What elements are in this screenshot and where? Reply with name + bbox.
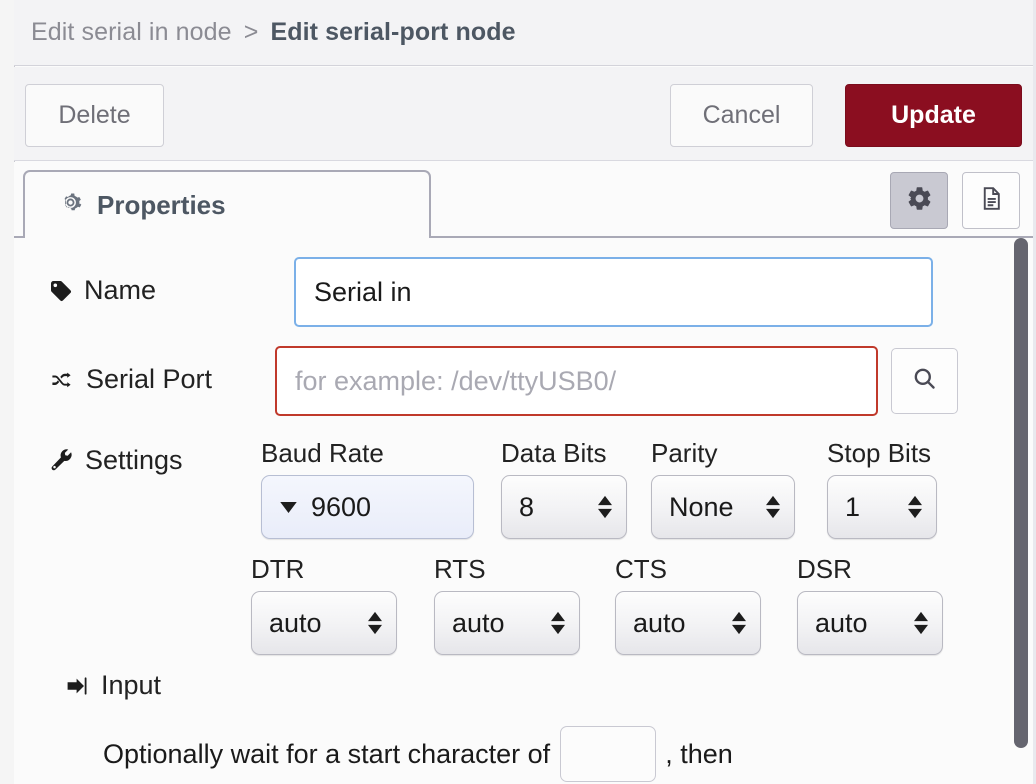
description-toggle-button[interactable]: [962, 172, 1020, 229]
rts-caption: RTS: [434, 554, 486, 584]
description-icon: [978, 185, 1005, 217]
input-section-label: Input: [101, 670, 162, 700]
rts-value: auto: [452, 607, 505, 638]
flow-control-row: DTR auto RTS auto: [49, 554, 999, 655]
baud-rate-group: Baud Rate 9600: [261, 438, 474, 539]
stepper-arrows-icon: [914, 611, 928, 635]
breadcrumb-current: Edit serial-port node: [270, 18, 516, 46]
baud-rate-caption: Baud Rate: [261, 438, 384, 468]
dsr-group: DSR auto: [797, 554, 943, 655]
dialog-button-bar: Delete Cancel Update: [14, 67, 1036, 161]
parity-group: Parity None: [651, 438, 795, 539]
start-character-sentence: Optionally wait for a start character of…: [103, 726, 733, 782]
name-row: Name: [49, 257, 999, 331]
vertical-scrollbar-thumb[interactable]: [1014, 238, 1028, 748]
wrench-icon: [49, 448, 74, 473]
dtr-group: DTR auto: [251, 554, 397, 655]
breadcrumb-parent[interactable]: Edit serial in node: [31, 18, 232, 46]
stepper-arrows-icon: [551, 611, 565, 635]
cancel-button[interactable]: Cancel: [670, 84, 813, 147]
search-icon: [911, 365, 938, 397]
gear-icon: [906, 185, 933, 217]
serial-port-label-group: Serial Port: [49, 364, 212, 395]
settings-label-group: Settings: [49, 445, 183, 476]
breadcrumb-separator: >: [243, 18, 259, 46]
cts-caption: CTS: [615, 554, 667, 584]
data-bits-select[interactable]: 8: [501, 475, 627, 539]
name-label-group: Name: [49, 275, 156, 306]
right-edge: [1033, 0, 1036, 784]
dtr-value: auto: [269, 607, 322, 638]
baud-rate-select[interactable]: 9600: [261, 475, 474, 539]
tag-icon: [49, 279, 73, 303]
stepper-arrows-icon: [766, 495, 780, 519]
dsr-caption: DSR: [797, 554, 852, 584]
serial-port-search-button[interactable]: [891, 348, 958, 414]
cts-value: auto: [633, 607, 686, 638]
stop-bits-select[interactable]: 1: [827, 475, 937, 539]
sign-in-icon: [64, 674, 90, 698]
parity-caption: Parity: [651, 438, 718, 468]
dsr-select[interactable]: auto: [797, 591, 943, 655]
vertical-scrollbar[interactable]: [1006, 238, 1032, 784]
settings-toggle-button[interactable]: [890, 172, 948, 229]
serial-port-input[interactable]: [275, 346, 878, 416]
rts-group: RTS auto: [434, 554, 580, 655]
dtr-select[interactable]: auto: [251, 591, 397, 655]
random-icon: [49, 368, 75, 392]
baud-rate-value: 9600: [311, 491, 372, 522]
gear-icon: [58, 190, 83, 220]
delete-button[interactable]: Delete: [25, 84, 164, 147]
data-bits-value: 8: [519, 491, 535, 522]
settings-row: Settings Baud Rate 9600 Data Bits 8: [49, 438, 999, 539]
stepper-arrows-icon: [368, 611, 382, 635]
parity-select[interactable]: None: [651, 475, 795, 539]
start-character-input[interactable]: [560, 726, 657, 782]
stop-bits-value: 1: [845, 491, 861, 522]
cts-select[interactable]: auto: [615, 591, 761, 655]
name-label: Name: [84, 275, 157, 305]
parity-value: None: [669, 491, 734, 522]
start-character-text-before: Optionally wait for a start character of: [103, 738, 551, 769]
serial-port-row: Serial Port: [49, 346, 999, 420]
stepper-arrows-icon: [908, 495, 922, 519]
dialog-header: Edit serial in node > Edit serial-port n…: [14, 0, 1036, 66]
properties-form: Name Serial Port: [14, 238, 1036, 784]
settings-label: Settings: [85, 445, 183, 475]
tab-properties[interactable]: Properties: [23, 170, 431, 238]
update-button[interactable]: Update: [845, 84, 1022, 147]
rts-select[interactable]: auto: [434, 591, 580, 655]
data-bits-caption: Data Bits: [501, 438, 607, 468]
chevron-down-icon: [280, 501, 297, 513]
data-bits-group: Data Bits 8: [501, 438, 627, 539]
stepper-arrows-icon: [598, 495, 612, 519]
name-input[interactable]: [294, 257, 933, 327]
stepper-arrows-icon: [732, 611, 746, 635]
stop-bits-group: Stop Bits 1: [827, 438, 937, 539]
dsr-value: auto: [815, 607, 868, 638]
tab-properties-label: Properties: [97, 189, 226, 220]
serial-port-label: Serial Port: [86, 364, 213, 394]
start-character-text-after: , then: [665, 738, 733, 769]
cts-group: CTS auto: [615, 554, 761, 655]
tab-strip: Properties: [14, 162, 1036, 238]
stop-bits-caption: Stop Bits: [827, 438, 932, 468]
dtr-caption: DTR: [251, 554, 305, 584]
breadcrumb: Edit serial in node > Edit serial-port n…: [31, 18, 516, 47]
input-label-group: Input: [64, 670, 161, 701]
